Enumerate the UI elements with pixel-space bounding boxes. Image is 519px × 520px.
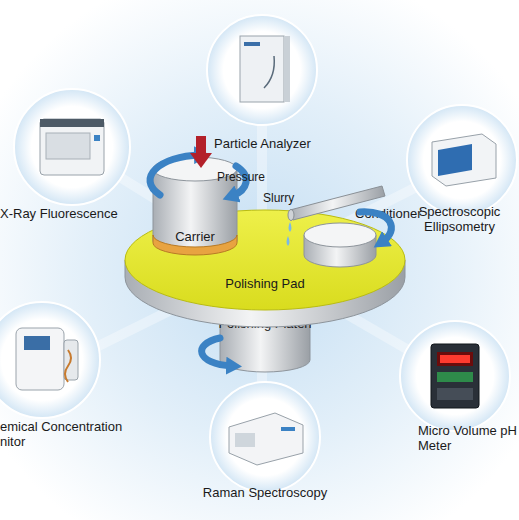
shape-outline [0,85,150,225]
instrument-circle [400,321,510,431]
instrument-node: Raman Spectroscopy [195,385,335,510]
instrument-label: Micro Volume pH Meter [418,423,519,453]
instrument-circle [210,382,320,492]
instrument-illustration [431,344,479,408]
instrument-circle [407,105,517,215]
instrument-circle [14,89,130,205]
instrument-illustration [229,413,303,465]
instrument-label: emical Concentration nitor [0,419,135,449]
instrument-node: Micro Volume pH Meter [405,310,519,450]
instrument-node: emical Concentration nitor [0,300,135,450]
instrument-illustration [16,328,78,390]
conditioner-cylinder [304,223,376,267]
process-part: Conditioner [300,200,430,270]
part-label: Conditioner [355,206,435,221]
instrument-illustration [432,134,496,186]
instrument-label: Raman Spectroscopy [195,485,335,500]
part-label: Polishing Pad [120,276,410,291]
instrument-illustration [240,36,290,102]
part-label: Carrier [150,229,240,244]
platen-cylinder [220,300,310,372]
instrument-label: X-Ray Fluorescence [0,206,150,221]
process-label: Pressure [217,170,265,184]
polishing-pad-disk [125,210,405,327]
instrument-node: Particle Analyzer [195,12,330,157]
instrument-circle [0,302,100,418]
instrument-circle [207,15,317,125]
instrument-label: Particle Analyzer [195,136,330,151]
shape-outline [195,12,330,157]
process-label: Slurry [263,191,294,205]
instrument-node: X-Ray Fluorescence [0,85,150,225]
instrument-illustration [40,119,104,175]
